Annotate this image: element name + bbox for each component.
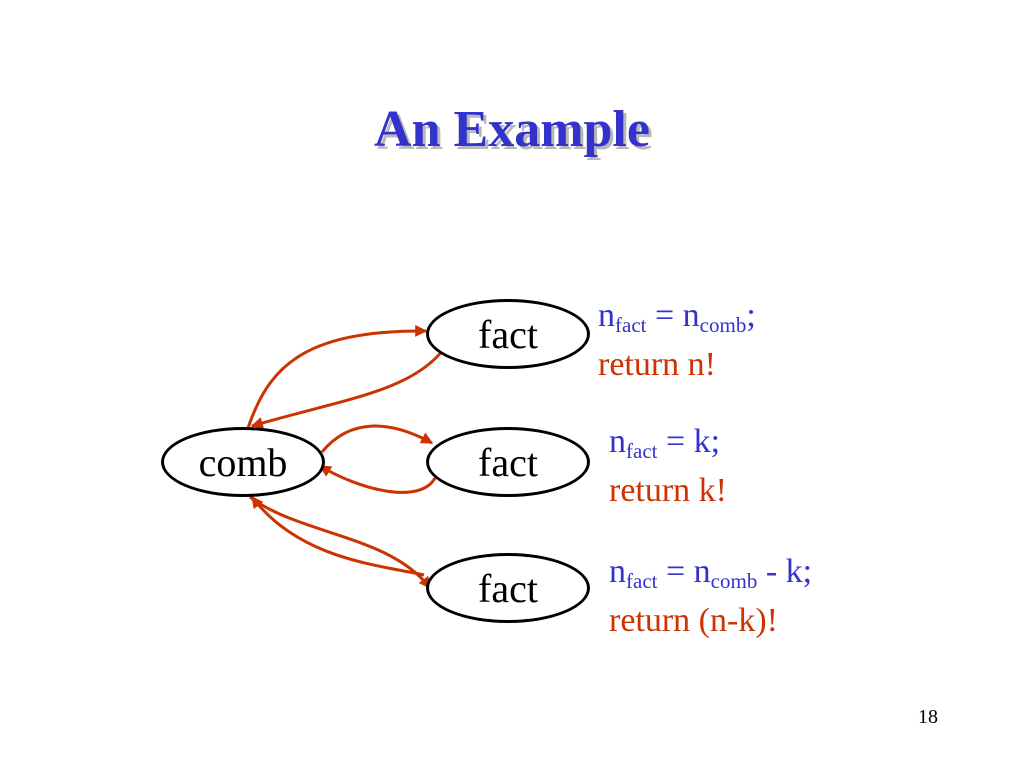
return-bottom: return (n-k)!: [609, 602, 778, 639]
fact-node-top: fact: [426, 299, 590, 369]
annotation-top: nfact = ncomb; return n!: [598, 296, 756, 385]
fact-node-bottom: fact: [426, 553, 590, 623]
assignment-middle: nfact = k;: [609, 423, 721, 463]
arrow-comb-to-fact-middle: [320, 424, 434, 453]
arrow-fact-bottom-to-comb: [250, 496, 425, 577]
page-number: 18: [918, 706, 938, 728]
fact-node-middle: fact: [426, 427, 590, 497]
return-top: return n!: [598, 346, 717, 383]
arrow-fact-middle-to-comb: [318, 464, 437, 494]
slide-title: An Example: [374, 101, 650, 158]
annotation-middle: nfact = k; return k!: [609, 422, 727, 511]
annotation-bottom: nfact = ncomb - k; return (n-k)!: [609, 552, 812, 641]
return-middle: return k!: [609, 472, 728, 509]
comb-node: comb: [161, 427, 325, 497]
arrow-comb-to-fact-bottom: [249, 495, 432, 589]
arrow-comb-to-fact-top: [246, 324, 428, 429]
assignment-top: nfact = ncomb;: [598, 297, 756, 337]
assignment-bottom: nfact = ncomb - k;: [609, 553, 813, 593]
arrow-fact-top-to-comb: [250, 349, 445, 429]
